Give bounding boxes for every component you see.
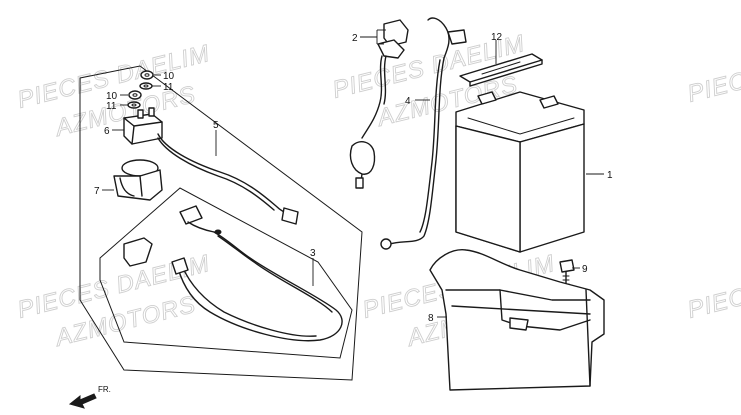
fuse-holder xyxy=(349,19,409,189)
callout-5: 5 xyxy=(213,120,219,131)
callout-1: 1 xyxy=(607,170,613,181)
callout-10b: 10 xyxy=(106,91,118,102)
callout-6: 6 xyxy=(104,126,110,137)
battery-strap xyxy=(459,53,543,87)
callout-12: 12 xyxy=(491,32,503,43)
callout-7: 7 xyxy=(94,186,100,197)
relay-rubber-cover xyxy=(113,159,163,201)
callout-10: 10 xyxy=(163,71,175,82)
relay-wire-harness xyxy=(157,133,299,225)
leader-lines xyxy=(102,29,604,318)
callout-8: 8 xyxy=(428,313,434,324)
front-arrow-icon xyxy=(68,393,97,409)
kit-outline xyxy=(79,65,363,381)
nut-washer-upper xyxy=(139,70,154,90)
sub-kit-outline xyxy=(99,187,353,359)
callout-2: 2 xyxy=(352,33,358,44)
callout-11: 11 xyxy=(163,82,174,93)
starter-relay xyxy=(123,107,163,145)
battery xyxy=(455,91,585,253)
battery-case xyxy=(429,249,605,391)
ground-cable xyxy=(380,17,467,250)
front-direction-indicator: FR. xyxy=(68,385,111,409)
battery-cable xyxy=(123,205,343,342)
callout-9: 9 xyxy=(582,264,588,275)
front-label: FR. xyxy=(98,385,111,394)
callout-3: 3 xyxy=(310,248,316,259)
callout-4: 4 xyxy=(405,96,411,107)
watermark-text: PIECES DAELIM xyxy=(685,34,741,108)
callout-11b: 11 xyxy=(106,101,117,112)
watermark-text: PIECES DAELIM xyxy=(685,250,741,324)
